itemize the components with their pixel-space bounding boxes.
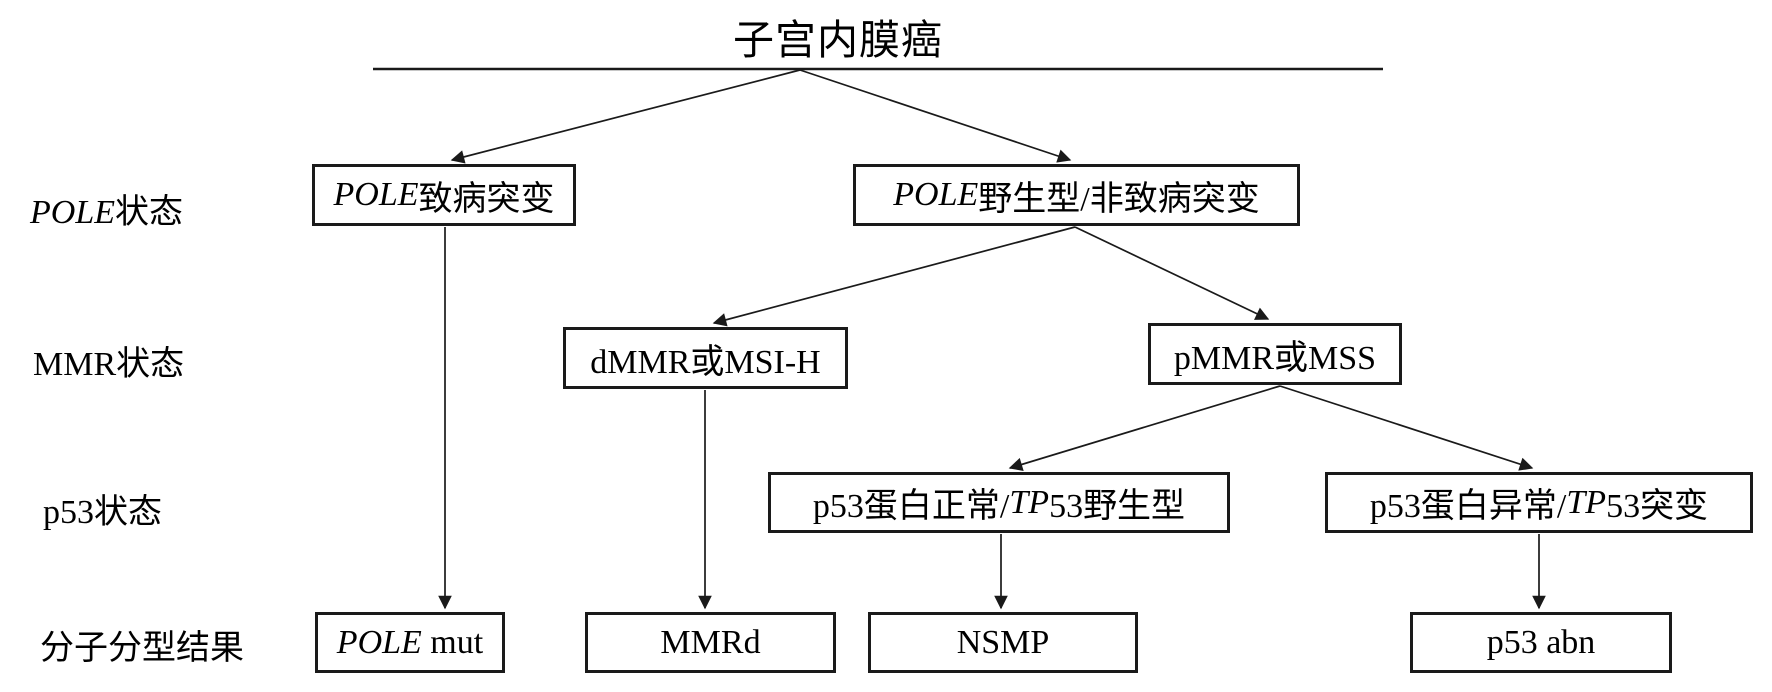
node-text: p53蛋白异常/ (1369, 488, 1567, 525)
diagram-title: 子宫内膜癌 (733, 17, 943, 63)
node-text-italic: POLE (893, 176, 979, 213)
node-text: dMMR或MSI-H (590, 343, 821, 381)
row-label-mmr-status-text: MMR状态 (33, 346, 185, 383)
node-text: 53野生型 (1049, 488, 1186, 525)
row-label-p53-status-text: p53状态 (43, 494, 162, 531)
node-text: mut (421, 623, 484, 661)
node-result-nsmp: NSMP (868, 612, 1138, 673)
row-label-pole-status: POLE状态 (30, 184, 183, 233)
node-text-italic: POLE (336, 623, 422, 661)
edge-root-pole-wildtype (799, 69, 1072, 163)
row-label-p53-status: p53状态 (43, 484, 162, 533)
edge-pmmr-p53-normal (1008, 385, 1281, 471)
node-text: p53 abn (1486, 623, 1596, 661)
node-result-p53-abn: p53 abn (1410, 612, 1672, 673)
node-result-pole-mut: POLE mut (315, 612, 505, 673)
row-label-result: 分子分型结果 (40, 620, 244, 669)
edge-pole-wildtype-pmmr (1074, 226, 1270, 320)
node-text: NSMP (956, 623, 1050, 661)
node-text: pMMR或MSS (1173, 339, 1377, 377)
node-text: 致病突变 (418, 180, 555, 218)
row-label-pole-status-em: POLE (30, 194, 115, 231)
node-text: 53突变 (1606, 488, 1709, 525)
node-text: MMRd (660, 623, 761, 661)
row-label-pole-status-text: 状态 (115, 194, 183, 231)
row-label-result-text: 分子分型结果 (40, 630, 244, 667)
node-dmmr-msih: dMMR或MSI-H (563, 327, 848, 389)
node-text-italic: POLE (333, 176, 419, 213)
node-result-mmrd: MMRd (585, 612, 836, 673)
edge-pole-wildtype-dmmr (712, 226, 1076, 327)
edge-root-pole-pathogenic (450, 69, 801, 164)
node-text: p53蛋白正常/ (812, 488, 1010, 525)
row-label-mmr-status: MMR状态 (33, 336, 184, 385)
node-text-italic: TP (1009, 483, 1050, 521)
edge-pmmr-p53-abnormal (1279, 385, 1534, 471)
node-pmmr-mss: pMMR或MSS (1148, 323, 1402, 385)
node-text: 野生型/非致病突变 (978, 180, 1260, 218)
node-text-italic: TP (1566, 483, 1607, 521)
